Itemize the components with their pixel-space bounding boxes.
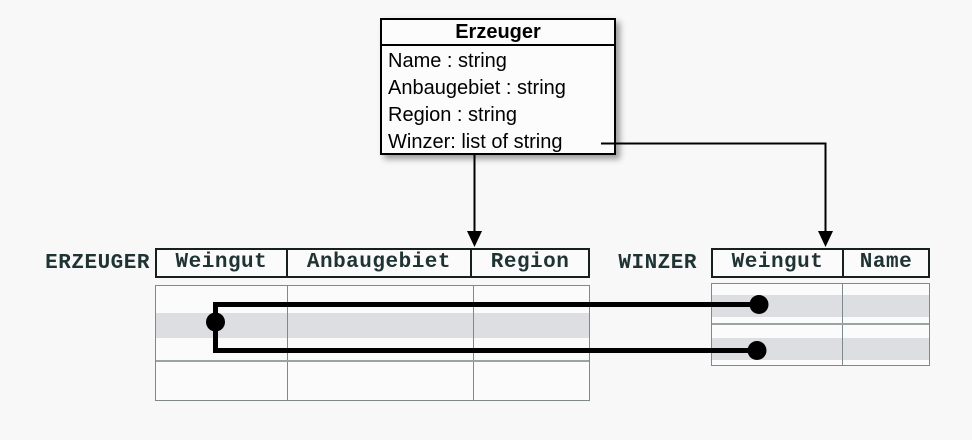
class-attribute-list: Name : string Anbaugebiet : string Regio…: [382, 46, 614, 156]
arrowhead-down-icon: [467, 231, 482, 247]
table-label-winzer: WINZER: [618, 252, 697, 275]
column-header-anbaugebiet: Anbaugebiet: [288, 250, 473, 276]
column-divider: [841, 284, 843, 365]
class-attribute-name: Name : string: [388, 50, 507, 72]
row-divider: [156, 360, 589, 362]
uml-class-erzeuger: Erzeuger Name : string Anbaugebiet : str…: [380, 18, 616, 155]
class-attribute-winzer: Winzer: list of string: [388, 131, 563, 153]
table-header-winzer: Weingut Name: [711, 248, 930, 278]
table-label-erzeuger: ERZEUGER: [45, 252, 150, 275]
table-body-winzer: [711, 283, 930, 366]
class-attribute-anbaugebiet: Anbaugebiet : string: [388, 77, 566, 99]
column-header-name: Name: [859, 251, 913, 274]
table-header-erzeuger: Weingut Anbaugebiet Region: [155, 248, 590, 278]
highlighted-row: [712, 295, 929, 317]
table-body-erzeuger: [155, 285, 590, 401]
column-header-weingut: Weingut: [157, 250, 288, 276]
arrowhead-down-icon: [818, 231, 833, 247]
arrow-winzer-attr-to-winzer: [601, 142, 827, 232]
column-divider: [472, 286, 474, 400]
column-header-weingut: Weingut: [713, 250, 844, 276]
class-attribute-region: Region : string: [388, 104, 517, 126]
class-title: Erzeuger: [382, 20, 614, 46]
row-divider: [712, 323, 929, 325]
column-divider: [286, 286, 288, 400]
highlighted-row: [712, 338, 929, 360]
column-header-region: Region: [490, 251, 570, 274]
highlighted-row: [156, 313, 589, 338]
